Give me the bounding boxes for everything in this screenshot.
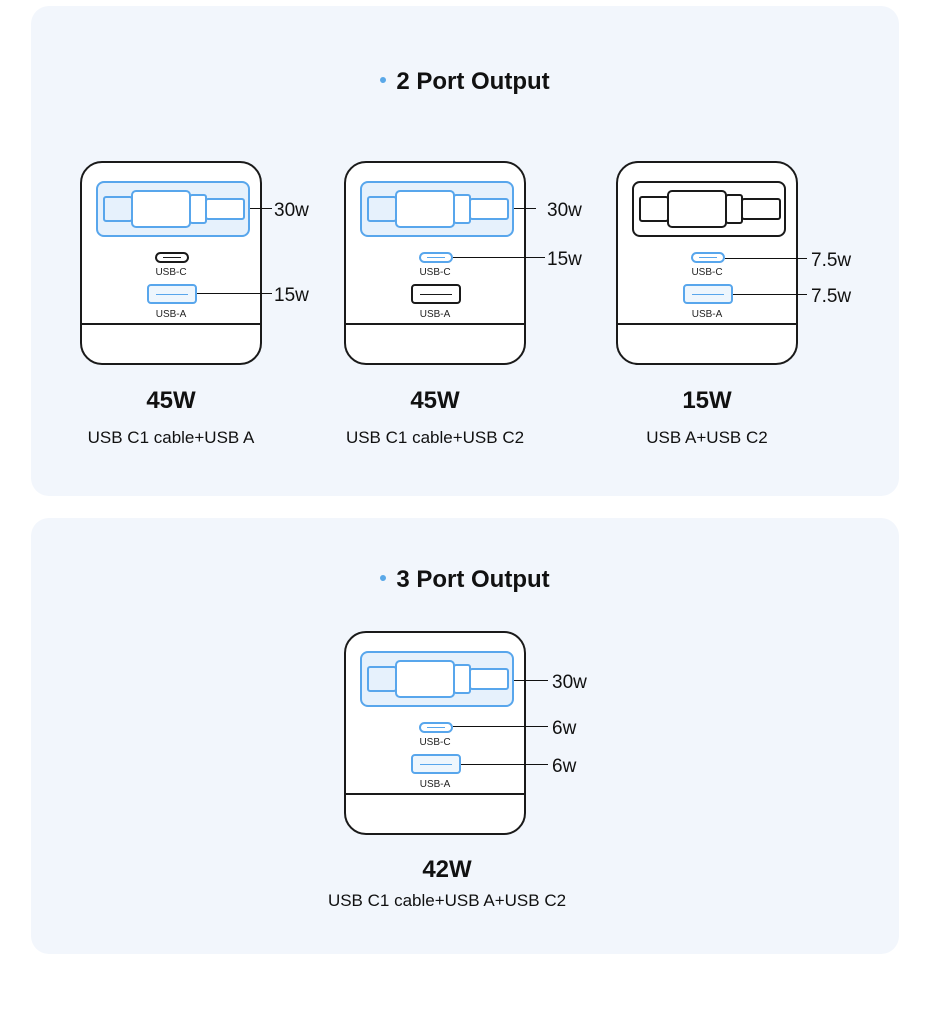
- usb-c-label: USB-C: [155, 267, 187, 278]
- usb-a-port-icon: [411, 754, 461, 774]
- total-wattage: 15W: [682, 387, 732, 414]
- usb-c-port-icon: [419, 722, 453, 733]
- leader-line: [514, 680, 548, 681]
- charger-divider: [82, 323, 260, 325]
- usb-c-label: USB-C: [419, 267, 451, 278]
- section-title: 3 Port Output: [31, 566, 899, 594]
- leader-line: [453, 726, 548, 727]
- total-wattage: 42W: [422, 856, 472, 883]
- usb-c-label: USB-C: [419, 737, 451, 748]
- usbc-watt-label: 7.5w: [811, 250, 852, 271]
- usb-c1-cable-icon: [360, 651, 514, 707]
- usb-c1-cable-icon: [360, 181, 514, 237]
- charger-diagram-3: USB-C USB-A: [616, 161, 798, 365]
- cable-plug-icon: [103, 190, 245, 228]
- cable-watt-label: 30w: [552, 672, 587, 693]
- port-combination: USB C1 cable+USB A: [87, 428, 255, 447]
- usb-c-label: USB-C: [691, 267, 723, 278]
- usb-c-port-icon: [155, 252, 189, 263]
- port-combination: USB C1 cable+USB A+USB C2: [327, 891, 567, 910]
- bullet-dot-icon: [380, 574, 387, 581]
- total-wattage: 45W: [146, 387, 196, 414]
- usb-a-port-icon: [147, 284, 197, 304]
- leader-line: [733, 294, 807, 295]
- usba-watt-label: 15w: [274, 285, 309, 306]
- usb-c-port-icon: [419, 252, 453, 263]
- usbc-watt-label: 15w: [547, 249, 582, 270]
- three-port-panel: 3 Port Output USB-C USB-A 30w 6w 6w 42W …: [31, 518, 899, 954]
- usb-c1-cable-icon: [96, 181, 250, 237]
- usb-a-port-icon: [411, 284, 461, 304]
- cable-watt-label: 30w: [274, 200, 309, 221]
- usba-watt-label: 6w: [552, 756, 577, 777]
- usb-a-label: USB-A: [419, 779, 451, 790]
- charger-divider: [346, 793, 524, 795]
- leader-line: [514, 208, 536, 209]
- usb-c1-cable-icon: [632, 181, 786, 237]
- port-combination: USB A+USB C2: [646, 428, 768, 447]
- usb-a-port-icon: [683, 284, 733, 304]
- two-port-panel: 2 Port Output USB-C USB-A 30w 15w 45W US…: [31, 6, 899, 496]
- total-wattage: 45W: [410, 387, 460, 414]
- cable-watt-label: 30w: [547, 200, 582, 221]
- charger-diagram-2: USB-C USB-A: [344, 161, 526, 365]
- usb-a-label: USB-A: [419, 309, 451, 320]
- section-title: 2 Port Output: [31, 68, 899, 96]
- leader-line: [453, 257, 545, 258]
- usb-a-label: USB-A: [691, 309, 723, 320]
- charger-divider: [346, 323, 524, 325]
- usba-watt-label: 7.5w: [811, 286, 852, 307]
- port-combination: USB C1 cable+USB C2: [345, 428, 525, 447]
- usb-c-port-icon: [691, 252, 725, 263]
- leader-line: [725, 258, 807, 259]
- cable-plug-icon: [639, 190, 781, 228]
- charger-diagram-1: USB-C USB-A: [80, 161, 262, 365]
- leader-line: [461, 764, 548, 765]
- leader-line: [197, 293, 272, 294]
- charger-divider: [618, 323, 796, 325]
- charger-diagram-4: USB-C USB-A: [344, 631, 526, 835]
- usb-a-label: USB-A: [155, 309, 187, 320]
- leader-line: [250, 208, 272, 209]
- cable-plug-icon: [367, 660, 509, 698]
- cable-plug-icon: [367, 190, 509, 228]
- bullet-dot-icon: [380, 76, 387, 83]
- usbc-watt-label: 6w: [552, 718, 577, 739]
